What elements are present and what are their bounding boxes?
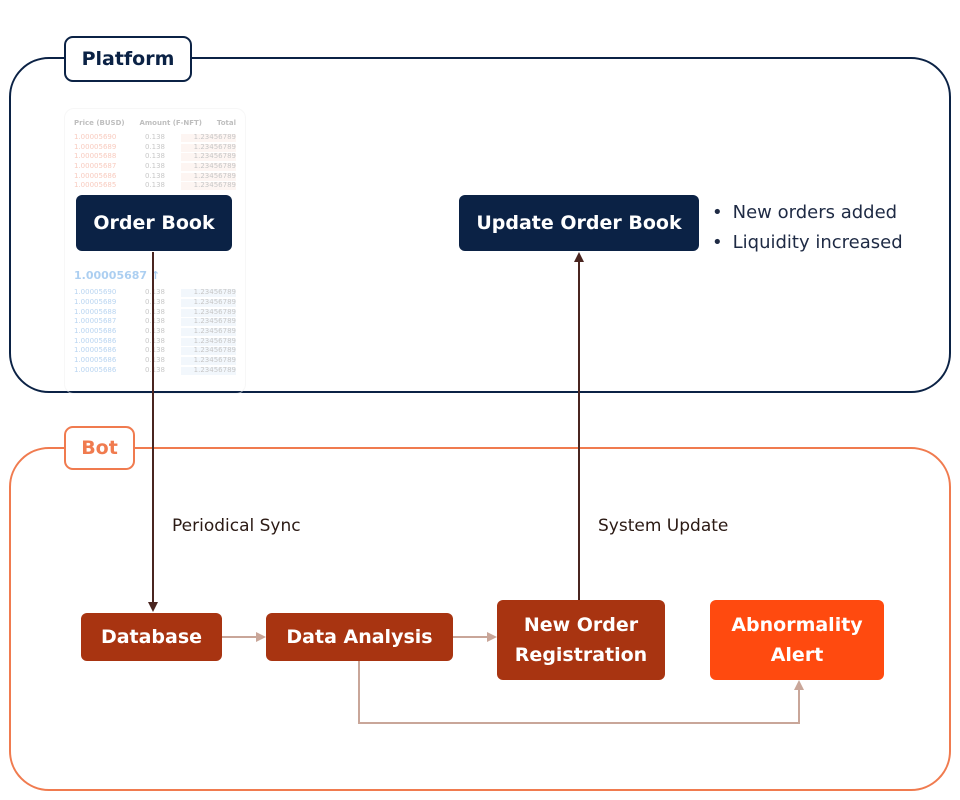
header-price: Price (BUSD): [74, 119, 125, 127]
price-cell: 1.00005686: [74, 326, 117, 335]
price-cell: 1.00005686: [74, 336, 117, 345]
amount-cell: 0.138: [144, 152, 166, 161]
total-cell: 1.23456789: [193, 162, 236, 171]
note-new-orders: New orders added: [712, 198, 903, 228]
bot-group: [9, 447, 951, 791]
total-cell: 1.23456789: [193, 317, 236, 326]
bot-group-label: Bot: [64, 426, 135, 470]
price-cell: 1.00005686: [74, 355, 117, 364]
price-cell: 1.00005687: [74, 162, 117, 171]
amount-cell: 0.138: [144, 317, 166, 326]
system-update-label: System Update: [598, 516, 729, 536]
amount-cell: 0.138: [144, 355, 166, 364]
amount-cell: 0.138: [144, 326, 166, 335]
amount-cell: 0.138: [144, 133, 166, 141]
new-order-registration-node: New Order Registration: [497, 600, 665, 680]
bid-row: 1.00005686 0.138 1.23456789: [65, 346, 245, 356]
edge-analysis-to-alert: [358, 661, 804, 724]
header-total: Total: [216, 119, 236, 127]
order-book-node: Order Book: [76, 195, 232, 251]
ask-row: 1.00005686 0.138 1.23456789: [65, 172, 245, 182]
ask-row: 1.00005687 0.138 1.23456789: [65, 162, 245, 172]
total-cell: 1.23456789: [193, 288, 236, 297]
amount-cell: 0.138: [144, 336, 166, 345]
amount-cell: 0.138: [144, 297, 166, 306]
price-cell: 1.00005688: [74, 307, 117, 316]
bid-row: 1.00005689 0.138 1.23456789: [65, 298, 245, 308]
bid-row: 1.00005686 0.138 1.23456789: [65, 356, 245, 366]
header-amount: Amount (F-NFT): [139, 119, 203, 127]
total-cell: 1.23456789: [193, 181, 236, 190]
price-cell: 1.00005685: [74, 181, 117, 190]
price-cell: 1.00005686: [74, 365, 117, 374]
bid-row: 1.00005688 0.138 1.23456789: [65, 308, 245, 318]
amount-cell: 0.138: [144, 162, 166, 171]
update-notes: New orders added Liquidity increased: [712, 198, 903, 258]
abnormality-alert-node: Abnormality Alert: [710, 600, 884, 680]
price-cell: 1.00005689: [74, 297, 117, 306]
bid-row: 1.00005686 0.138 1.23456789: [65, 366, 245, 376]
price-cell: 1.00005690: [74, 133, 117, 141]
amount-cell: 0.138: [144, 181, 166, 190]
total-cell: 1.23456789: [193, 297, 236, 306]
amount-cell: 0.138: [144, 288, 166, 297]
total-cell: 1.23456789: [193, 152, 236, 161]
price-cell: 1.00005687: [74, 317, 117, 326]
platform-group: [9, 57, 951, 393]
periodical-sync-label: Periodical Sync: [172, 516, 301, 536]
total-cell: 1.23456789: [193, 336, 236, 345]
ask-row: 1.00005688 0.138 1.23456789: [65, 152, 245, 162]
amount-cell: 0.138: [144, 307, 166, 316]
total-cell: 1.23456789: [193, 133, 236, 141]
total-cell: 1.23456789: [193, 346, 236, 355]
ask-row: 1.00005690 0.138 1.23456789: [65, 133, 245, 143]
ask-row: 1.00005689 0.138 1.23456789: [65, 143, 245, 153]
total-cell: 1.23456789: [193, 326, 236, 335]
amount-cell: 0.138: [144, 142, 166, 151]
total-cell: 1.23456789: [193, 365, 236, 374]
order-book-preview-header: Price (BUSD) Amount (F-NFT) Total: [65, 109, 245, 133]
total-cell: 1.23456789: [193, 307, 236, 316]
bid-row: 1.00005690 0.138 1.23456789: [65, 288, 245, 298]
amount-cell: 0.138: [144, 365, 166, 374]
amount-cell: 0.138: [144, 171, 166, 180]
total-cell: 1.23456789: [193, 142, 236, 151]
total-cell: 1.23456789: [193, 171, 236, 180]
bid-row: 1.00005686 0.138 1.23456789: [65, 337, 245, 347]
mid-price: 1.00005687 ↑: [74, 269, 161, 283]
price-cell: 1.00005688: [74, 152, 117, 161]
database-node: Database: [81, 613, 222, 661]
amount-cell: 0.138: [144, 346, 166, 355]
total-cell: 1.23456789: [193, 355, 236, 364]
price-cell: 1.00005686: [74, 171, 117, 180]
bid-row: 1.00005686 0.138 1.23456789: [65, 327, 245, 337]
order-book-preview: Price (BUSD) Amount (F-NFT) Total 1.0000…: [64, 108, 246, 394]
data-analysis-node: Data Analysis: [266, 613, 453, 661]
price-cell: 1.00005690: [74, 288, 117, 297]
ask-row: 1.00005685 0.138 1.23456789: [65, 181, 245, 191]
bid-row: 1.00005687 0.138 1.23456789: [65, 317, 245, 327]
platform-group-label: Platform: [64, 36, 192, 82]
update-order-book-node: Update Order Book: [459, 195, 699, 251]
price-cell: 1.00005686: [74, 346, 117, 355]
note-liquidity: Liquidity increased: [712, 228, 903, 258]
price-cell: 1.00005689: [74, 142, 117, 151]
